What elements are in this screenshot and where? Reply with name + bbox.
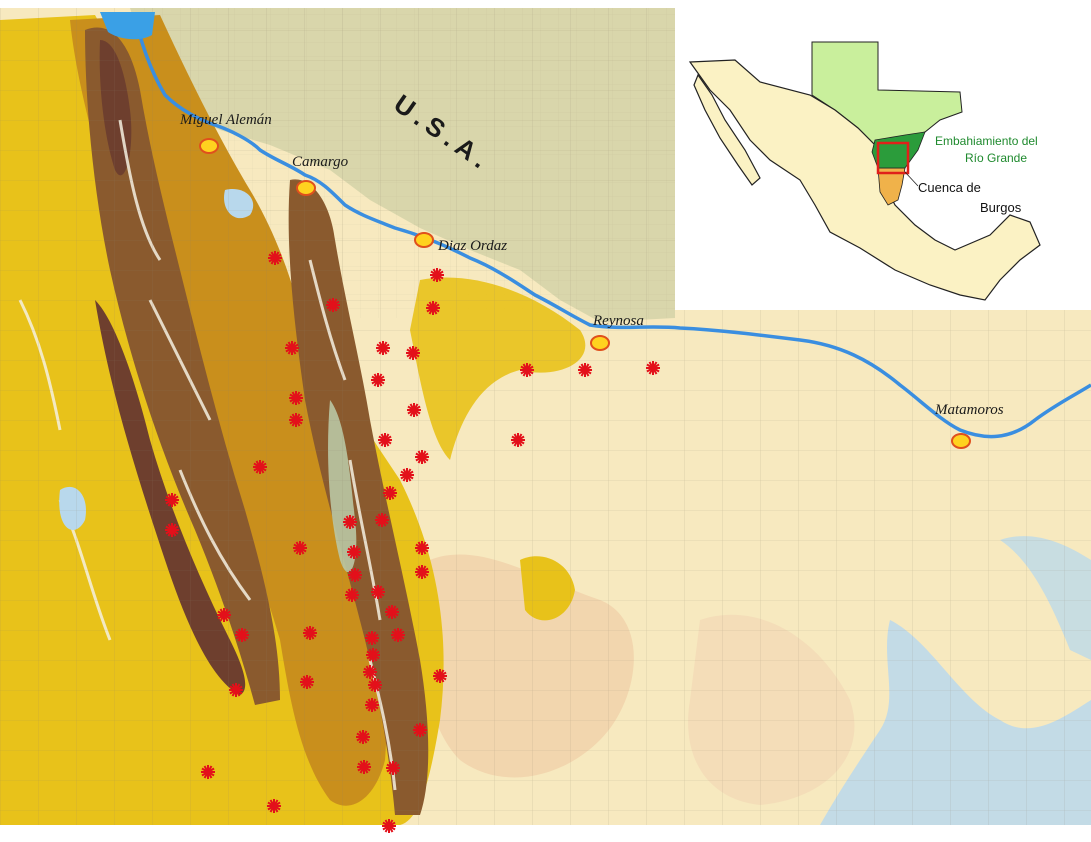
well-marker <box>365 698 379 712</box>
well-marker <box>303 626 317 640</box>
city-label: Diaz Ordaz <box>437 238 507 254</box>
inset-label-rio-grande-1: Embahiamiento del <box>935 134 1038 148</box>
inset-label-burgos-1: Cuenca de <box>918 180 981 195</box>
inset-highlight-box <box>876 141 910 175</box>
well-marker <box>430 268 444 282</box>
well-marker <box>201 765 215 779</box>
well-marker <box>382 819 396 833</box>
well-marker <box>357 760 371 774</box>
well-marker <box>406 346 420 360</box>
well-marker <box>229 683 243 697</box>
well-marker <box>300 675 314 689</box>
well-marker <box>365 631 379 645</box>
well-marker <box>378 433 392 447</box>
well-marker <box>165 523 179 537</box>
well-marker <box>356 730 370 744</box>
well-marker <box>511 433 525 447</box>
well-marker <box>235 628 249 642</box>
inset-leader-line <box>904 171 919 187</box>
well-marker <box>646 361 660 375</box>
city-camargo: Camargo <box>292 154 349 196</box>
well-marker <box>368 678 382 692</box>
city-marker <box>590 335 610 351</box>
well-marker <box>347 545 361 559</box>
city-marker <box>414 232 434 248</box>
well-marker <box>415 450 429 464</box>
well-marker <box>413 723 427 737</box>
reservoir <box>100 12 155 40</box>
inset-label-burgos-2: Burgos <box>980 200 1022 215</box>
well-marker <box>268 251 282 265</box>
well-marker <box>366 648 380 662</box>
well-marker <box>433 669 447 683</box>
well-marker <box>289 413 303 427</box>
city-marker <box>951 433 971 449</box>
well-marker <box>345 588 359 602</box>
well-marker <box>253 460 267 474</box>
well-marker <box>383 486 397 500</box>
city-matamoros: Matamoros <box>934 402 1004 449</box>
well-marker <box>293 541 307 555</box>
well-marker <box>363 665 377 679</box>
city-reynosa: Reynosa <box>590 313 644 351</box>
rio-grande-river <box>133 14 1091 439</box>
city-label: Miguel Alemán <box>179 112 272 128</box>
well-marker <box>385 605 399 619</box>
well-marker <box>415 541 429 555</box>
well-marker <box>386 761 400 775</box>
well-markers <box>165 251 660 833</box>
well-marker <box>285 341 299 355</box>
city-marker <box>199 138 219 154</box>
well-marker <box>375 513 389 527</box>
well-marker <box>578 363 592 377</box>
well-marker <box>267 799 281 813</box>
inset-mexico <box>688 59 1041 301</box>
well-marker <box>371 585 385 599</box>
inset-map: Embahiamiento del Río Grande Cuenca de B… <box>688 41 1041 301</box>
well-marker <box>376 341 390 355</box>
city-label: Matamoros <box>934 402 1004 418</box>
well-marker <box>391 628 405 642</box>
well-marker <box>371 373 385 387</box>
well-marker <box>407 403 421 417</box>
city-marker <box>296 180 316 196</box>
well-marker <box>426 301 440 315</box>
city-label: Camargo <box>292 154 349 170</box>
well-marker <box>217 608 231 622</box>
well-marker <box>415 565 429 579</box>
well-marker <box>520 363 534 377</box>
city-diaz-ordaz: Diaz Ordaz <box>414 232 507 254</box>
well-marker <box>343 515 357 529</box>
inset-baja <box>693 73 761 186</box>
city-label: Reynosa <box>592 313 644 329</box>
well-marker <box>326 298 340 312</box>
well-marker <box>400 468 414 482</box>
inset-rio-grande-basin <box>871 131 926 169</box>
well-marker <box>348 568 362 582</box>
bottom-strip <box>0 825 1091 842</box>
well-marker <box>165 493 179 507</box>
inset-label-rio-grande-2: Río Grande <box>965 151 1027 165</box>
well-marker <box>289 391 303 405</box>
city-miguel-aleman: Miguel Alemán <box>179 112 272 154</box>
